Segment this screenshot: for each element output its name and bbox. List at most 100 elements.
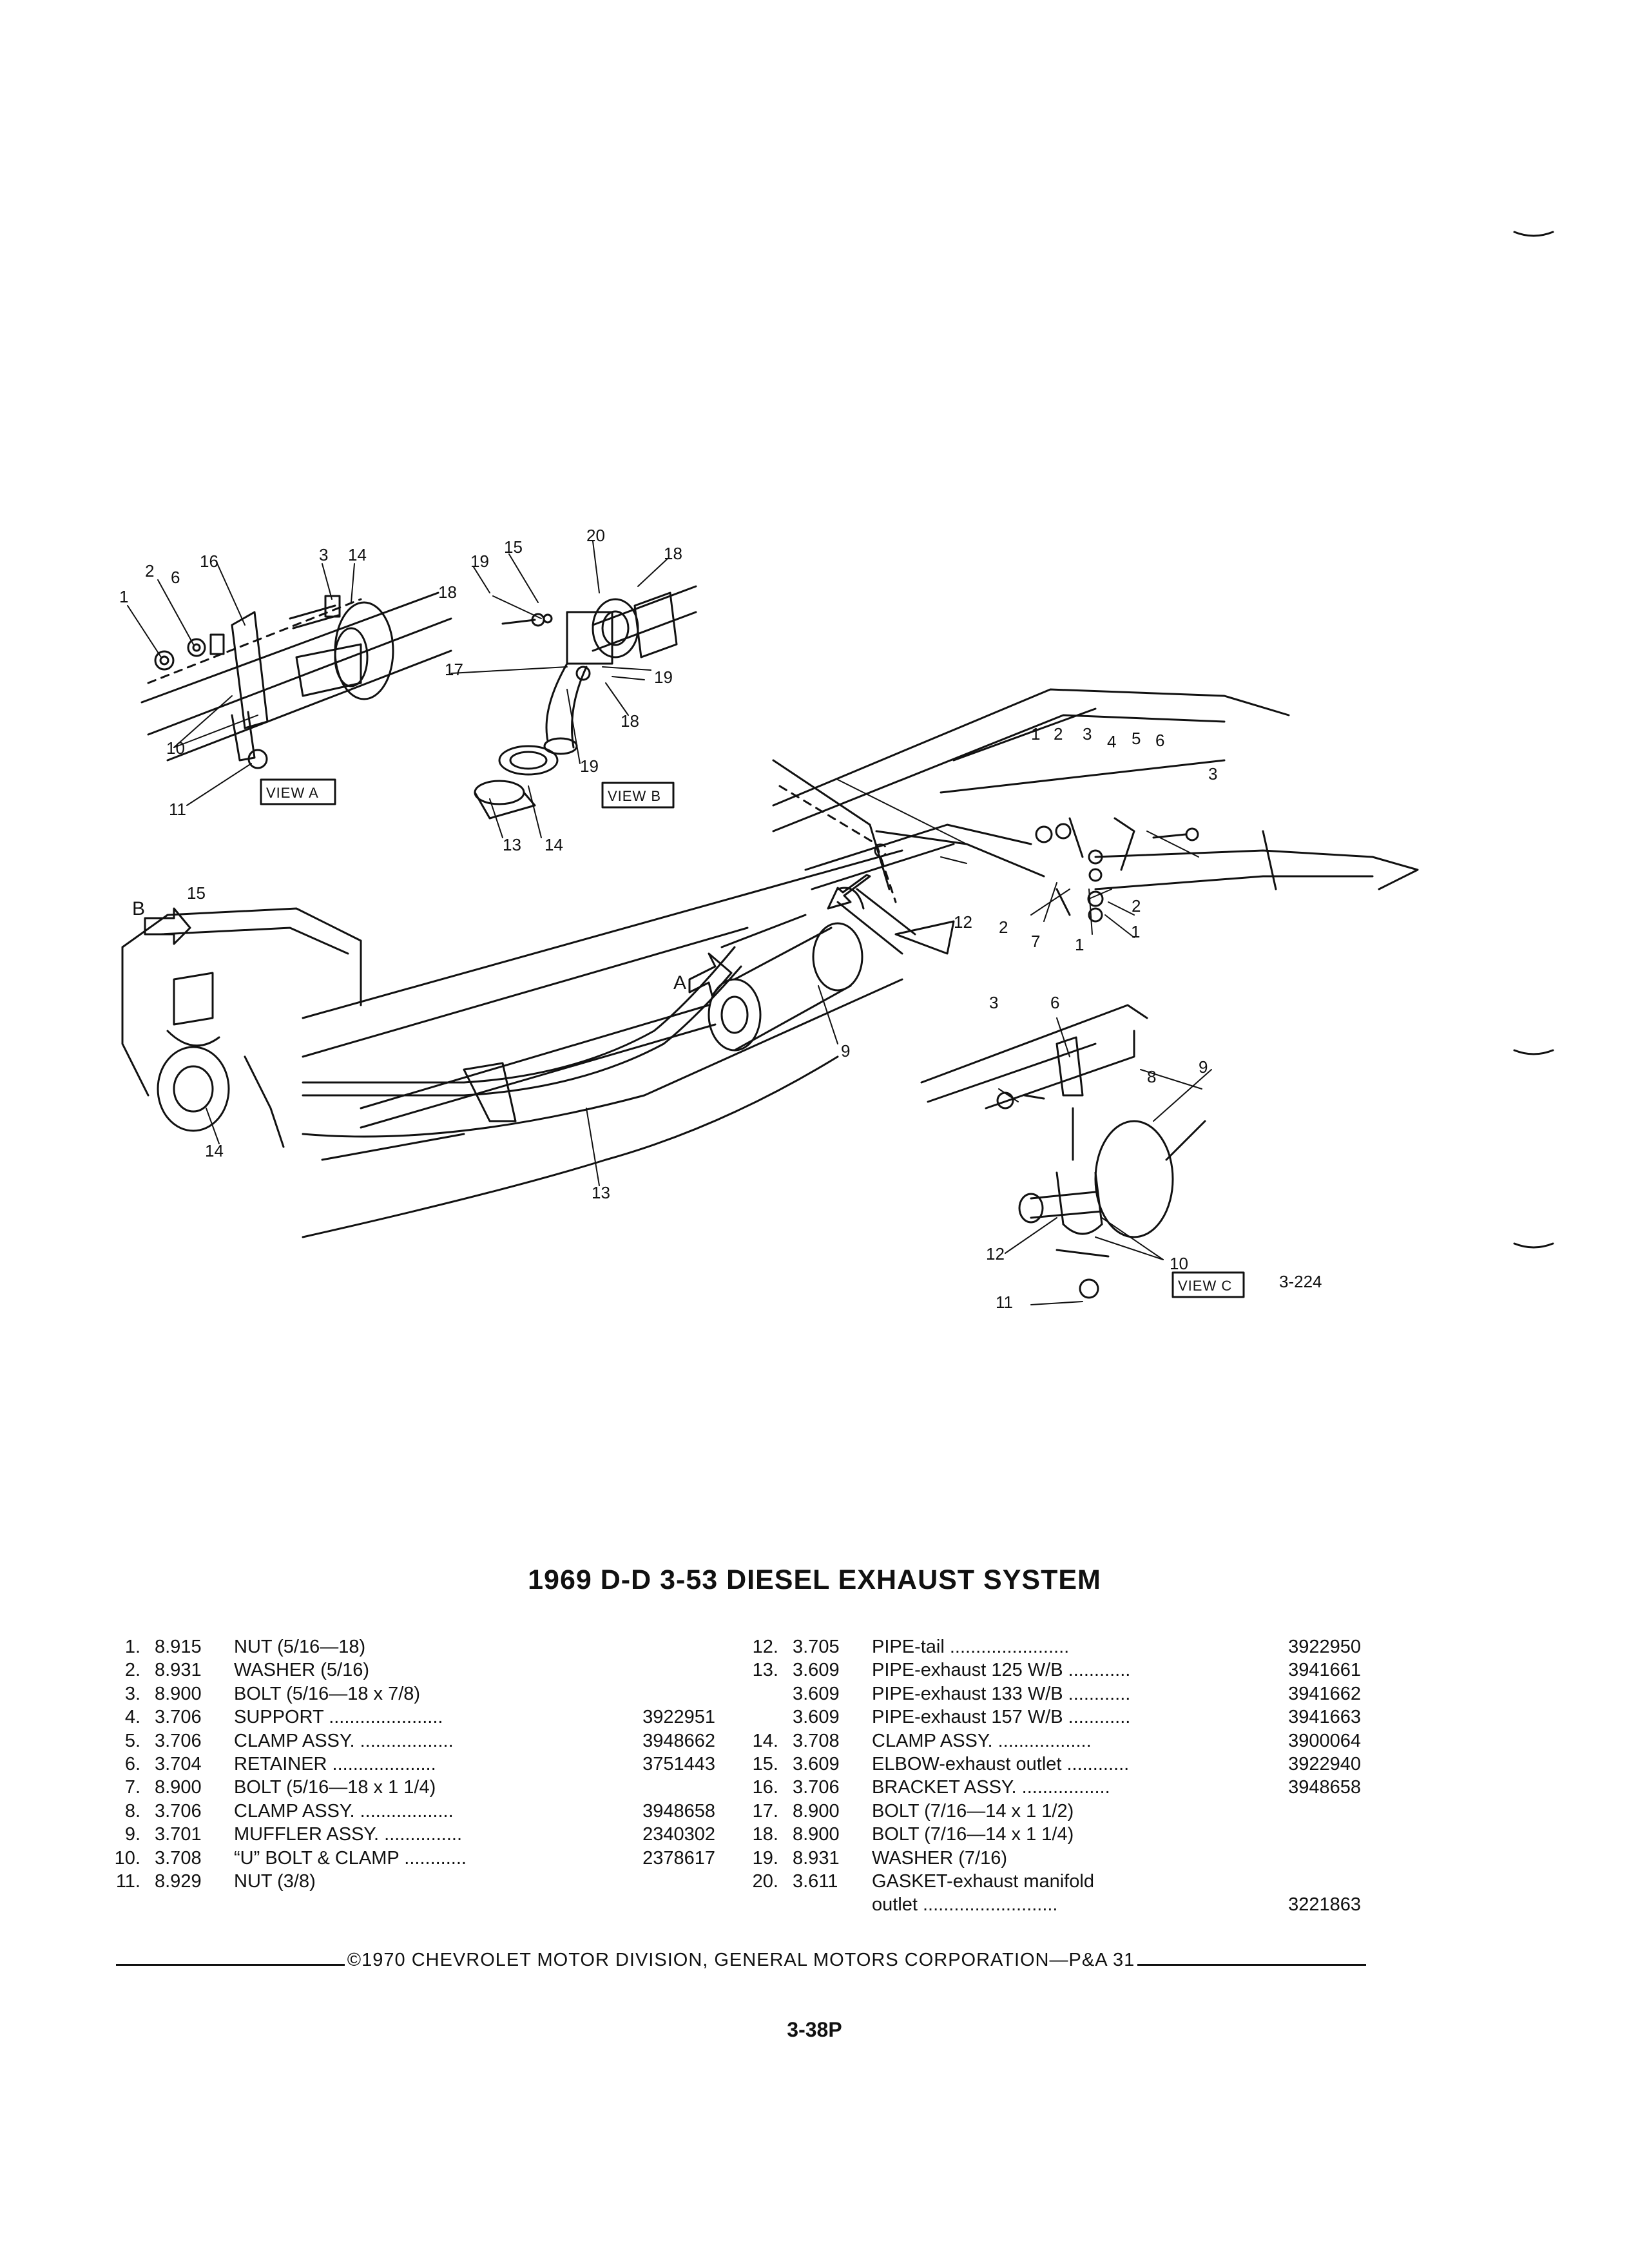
svg-text:16: 16: [200, 552, 218, 571]
part-description: WASHER (7/16): [872, 1847, 1008, 1869]
part-description: PIPE-exhaust 157 W/B ............: [872, 1707, 1131, 1728]
part-description: SUPPORT ......................: [234, 1707, 443, 1728]
view-b-detail: [474, 585, 697, 820]
part-number: 3948662: [642, 1730, 715, 1751]
part-description: WASHER (5/16): [234, 1660, 370, 1681]
group-code: 3.611: [793, 1870, 838, 1892]
svg-text:1: 1: [1131, 922, 1140, 941]
svg-text:VIEW C: VIEW C: [1178, 1278, 1232, 1294]
svg-text:8: 8: [1147, 1067, 1156, 1086]
group-code: 8.900: [793, 1800, 840, 1821]
group-code: 3.609: [793, 1683, 840, 1704]
part-number: 3221863: [1288, 1894, 1361, 1916]
part-number: 3948658: [642, 1800, 715, 1821]
svg-text:VIEW A: VIEW A: [266, 785, 319, 801]
part-description: BOLT (7/16—14 x 1 1/2): [872, 1800, 1074, 1821]
part-number: 3941663: [1288, 1707, 1361, 1728]
item-number: 13.: [752, 1660, 778, 1681]
svg-text:13: 13: [503, 835, 521, 854]
item-number: 6.: [124, 1753, 140, 1774]
edge-mark: [1513, 231, 1554, 237]
item-number: 14.: [752, 1730, 778, 1751]
svg-text:VIEW B: VIEW B: [608, 788, 661, 804]
view-c-detail: [920, 1004, 1245, 1299]
svg-text:18: 18: [664, 544, 682, 563]
view-labels: VIEW A VIEW B VIEW C: [266, 785, 1232, 1294]
svg-text:20: 20: [586, 526, 605, 545]
svg-text:2: 2: [999, 918, 1008, 937]
svg-text:A: A: [673, 972, 686, 994]
group-code: 8.900: [793, 1824, 840, 1845]
part-number: 2378617: [642, 1847, 715, 1869]
page-number: 3-38P: [787, 2018, 842, 2041]
part-description: RETAINER ....................: [234, 1753, 436, 1774]
figure-reference: 3-224: [1279, 1272, 1322, 1291]
group-code: 3.705: [793, 1637, 840, 1657]
item-number: 12.: [752, 1637, 778, 1657]
svg-text:2: 2: [145, 561, 154, 581]
svg-text:6: 6: [171, 568, 180, 587]
svg-text:14: 14: [545, 835, 563, 854]
parts-row: 10.3.708“U” BOLT & CLAMP ............237…: [110, 1847, 728, 1870]
group-code: 3.704: [155, 1753, 202, 1774]
svg-text:12: 12: [954, 912, 972, 932]
part-description: GASKET-exhaust manifold: [872, 1870, 1094, 1892]
item-number: 9.: [124, 1824, 140, 1845]
svg-text:2: 2: [1132, 896, 1141, 916]
svg-text:B: B: [132, 898, 145, 919]
part-description: BRACKET ASSY. .................: [872, 1777, 1110, 1798]
part-number: 3922940: [1288, 1753, 1361, 1774]
group-code: 3.609: [793, 1707, 840, 1728]
item-number: 17.: [752, 1800, 778, 1821]
item-number: 3.: [124, 1683, 140, 1704]
svg-text:18: 18: [621, 711, 639, 731]
svg-text:6: 6: [1155, 731, 1164, 750]
edge-mark: [1513, 1049, 1554, 1055]
parts-row: 18. 8.900 BOLT (7/16—14 x 1 1/4): [747, 1823, 1373, 1846]
part-description: CLAMP ASSY. ..................: [872, 1730, 1092, 1751]
part-number: 3900064: [1288, 1730, 1361, 1751]
svg-text:11: 11: [996, 1293, 1013, 1312]
svg-text:9: 9: [841, 1041, 850, 1061]
group-code: 3.708: [793, 1730, 840, 1751]
item-number: 2.: [124, 1660, 140, 1681]
group-code: 3.706: [793, 1777, 840, 1798]
group-code: 8.900: [155, 1683, 202, 1704]
group-code: 3.609: [793, 1660, 840, 1681]
part-number: 3941662: [1288, 1683, 1361, 1704]
part-number: 3941661: [1288, 1660, 1361, 1681]
svg-text:14: 14: [348, 545, 367, 564]
parts-row: 3.609 PIPE-exhaust 157 W/B ............ 39…: [747, 1706, 1373, 1729]
part-description: “U” BOLT & CLAMP ............: [234, 1847, 467, 1869]
group-code: 3.701: [155, 1824, 202, 1845]
part-description: ELBOW-exhaust outlet ............: [872, 1753, 1130, 1774]
svg-text:17: 17: [445, 660, 463, 679]
footer-rule-right: [1137, 1963, 1367, 1966]
group-code: 8.915: [155, 1637, 202, 1657]
svg-text:3: 3: [1208, 764, 1217, 783]
item-number: 20.: [752, 1870, 778, 1892]
edge-mark: [1513, 1242, 1554, 1249]
group-code: 3.706: [155, 1800, 202, 1821]
part-description: PIPE-tail .......................: [872, 1637, 1070, 1657]
svg-text:3: 3: [319, 545, 328, 564]
svg-text:5: 5: [1132, 729, 1141, 748]
group-code: 8.931: [155, 1660, 202, 1681]
svg-text:1: 1: [119, 587, 128, 606]
part-description: NUT (5/16—18): [234, 1637, 366, 1657]
part-description: BOLT (7/16—14 x 1 1/4): [872, 1824, 1074, 1845]
svg-text:18: 18: [438, 582, 457, 602]
group-code: 8.931: [793, 1847, 840, 1869]
svg-text:3: 3: [989, 993, 998, 1012]
part-number: 3922951: [642, 1707, 715, 1728]
group-code: 3.706: [155, 1730, 202, 1751]
item-number: 18.: [752, 1824, 778, 1845]
part-description: PIPE-exhaust 133 W/B ............: [872, 1683, 1131, 1704]
part-description: BOLT (5/16—18 x 7/8): [234, 1683, 421, 1704]
group-code: 8.900: [155, 1777, 202, 1798]
part-description: CLAMP ASSY. ..................: [234, 1800, 454, 1821]
